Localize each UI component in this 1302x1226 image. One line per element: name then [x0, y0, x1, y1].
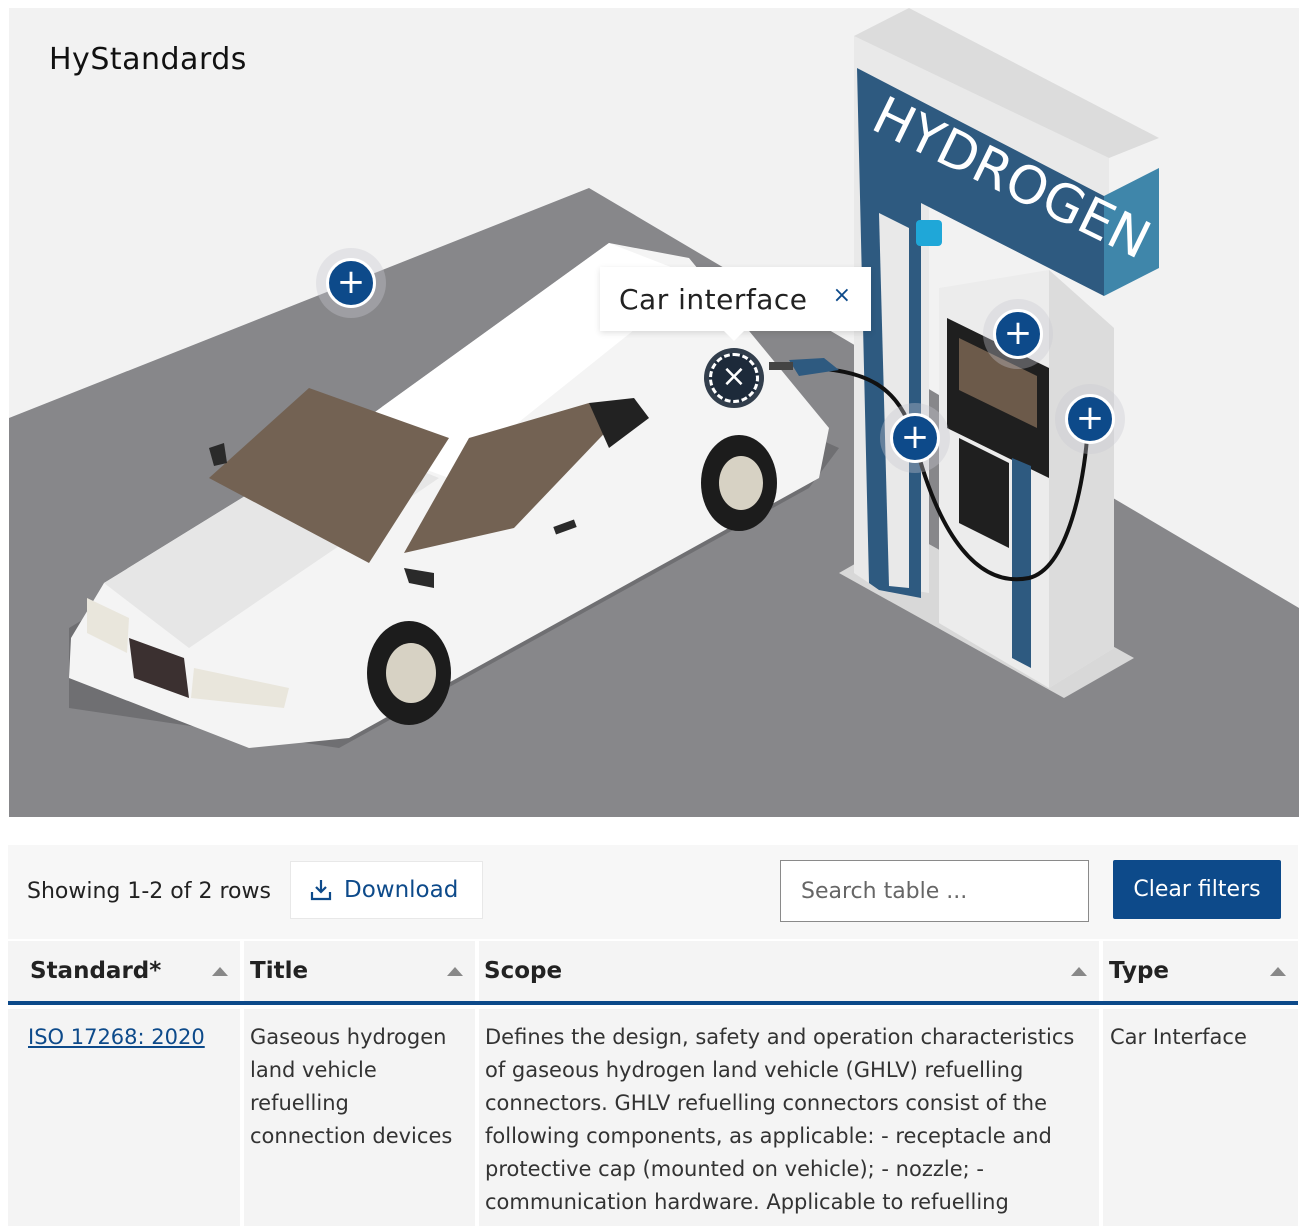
column-header-title[interactable]: Title: [244, 941, 475, 1001]
plus-icon: +: [1003, 312, 1033, 353]
standard-link[interactable]: ISO 17268: 2020: [28, 1025, 205, 1049]
sort-ascending-icon: [1270, 967, 1286, 976]
plus-icon: +: [1075, 397, 1105, 438]
popup-close-icon[interactable]: ×: [832, 283, 851, 308]
cell-type: Car Interface: [1103, 1009, 1298, 1226]
column-label: Scope: [484, 958, 563, 984]
download-label: Download: [344, 877, 459, 903]
column-label: Standard*: [30, 958, 162, 984]
plus-icon: +: [336, 261, 366, 302]
column-label: Type: [1109, 958, 1170, 984]
cell-title: Gaseous hydrogen land vehicle refuelling…: [244, 1009, 475, 1226]
sort-ascending-icon: [447, 967, 463, 976]
popup-title: Car interface: [619, 282, 808, 316]
plus-icon: +: [900, 416, 930, 457]
column-header-standard[interactable]: Standard*: [8, 941, 240, 1001]
column-header-scope[interactable]: Scope: [479, 941, 1099, 1001]
download-button[interactable]: Download: [290, 861, 483, 919]
sort-ascending-icon: [1071, 967, 1087, 976]
table-header: Standard* Title Scope Type: [8, 941, 1298, 1005]
illustration-scene: HYDROGEN HyStandards + × + + + Car inter…: [9, 8, 1299, 817]
table-row: ISO 17268: 2020 Gaseous hydrogen land ve…: [8, 1009, 1298, 1226]
download-icon: [310, 880, 332, 901]
clear-filters-button[interactable]: Clear filters: [1113, 860, 1281, 919]
column-header-type[interactable]: Type: [1103, 941, 1298, 1001]
sort-ascending-icon: [212, 967, 228, 976]
cell-standard: ISO 17268: 2020: [8, 1009, 240, 1226]
close-icon: ×: [721, 359, 747, 394]
app-title: HyStandards: [49, 42, 247, 77]
column-label: Title: [250, 958, 309, 984]
hotspot-dispenser-left[interactable]: +: [890, 413, 940, 463]
table-toolbar: Showing 1-2 of 2 rows Download Clear fil…: [8, 845, 1298, 939]
hotspot-dispenser-right[interactable]: +: [1065, 394, 1115, 444]
search-input[interactable]: [780, 860, 1089, 922]
cell-scope: Defines the design, safety and operation…: [479, 1009, 1099, 1226]
hotspot-car-roof[interactable]: +: [326, 258, 376, 308]
hotspot-car-interface[interactable]: ×: [709, 353, 759, 403]
refuelling-station-illustration: HYDROGEN: [9, 8, 1299, 817]
hotspot-popup: Car interface ×: [600, 267, 871, 341]
row-count: Showing 1-2 of 2 rows: [27, 879, 271, 904]
hotspot-dispenser-display[interactable]: +: [993, 309, 1043, 359]
